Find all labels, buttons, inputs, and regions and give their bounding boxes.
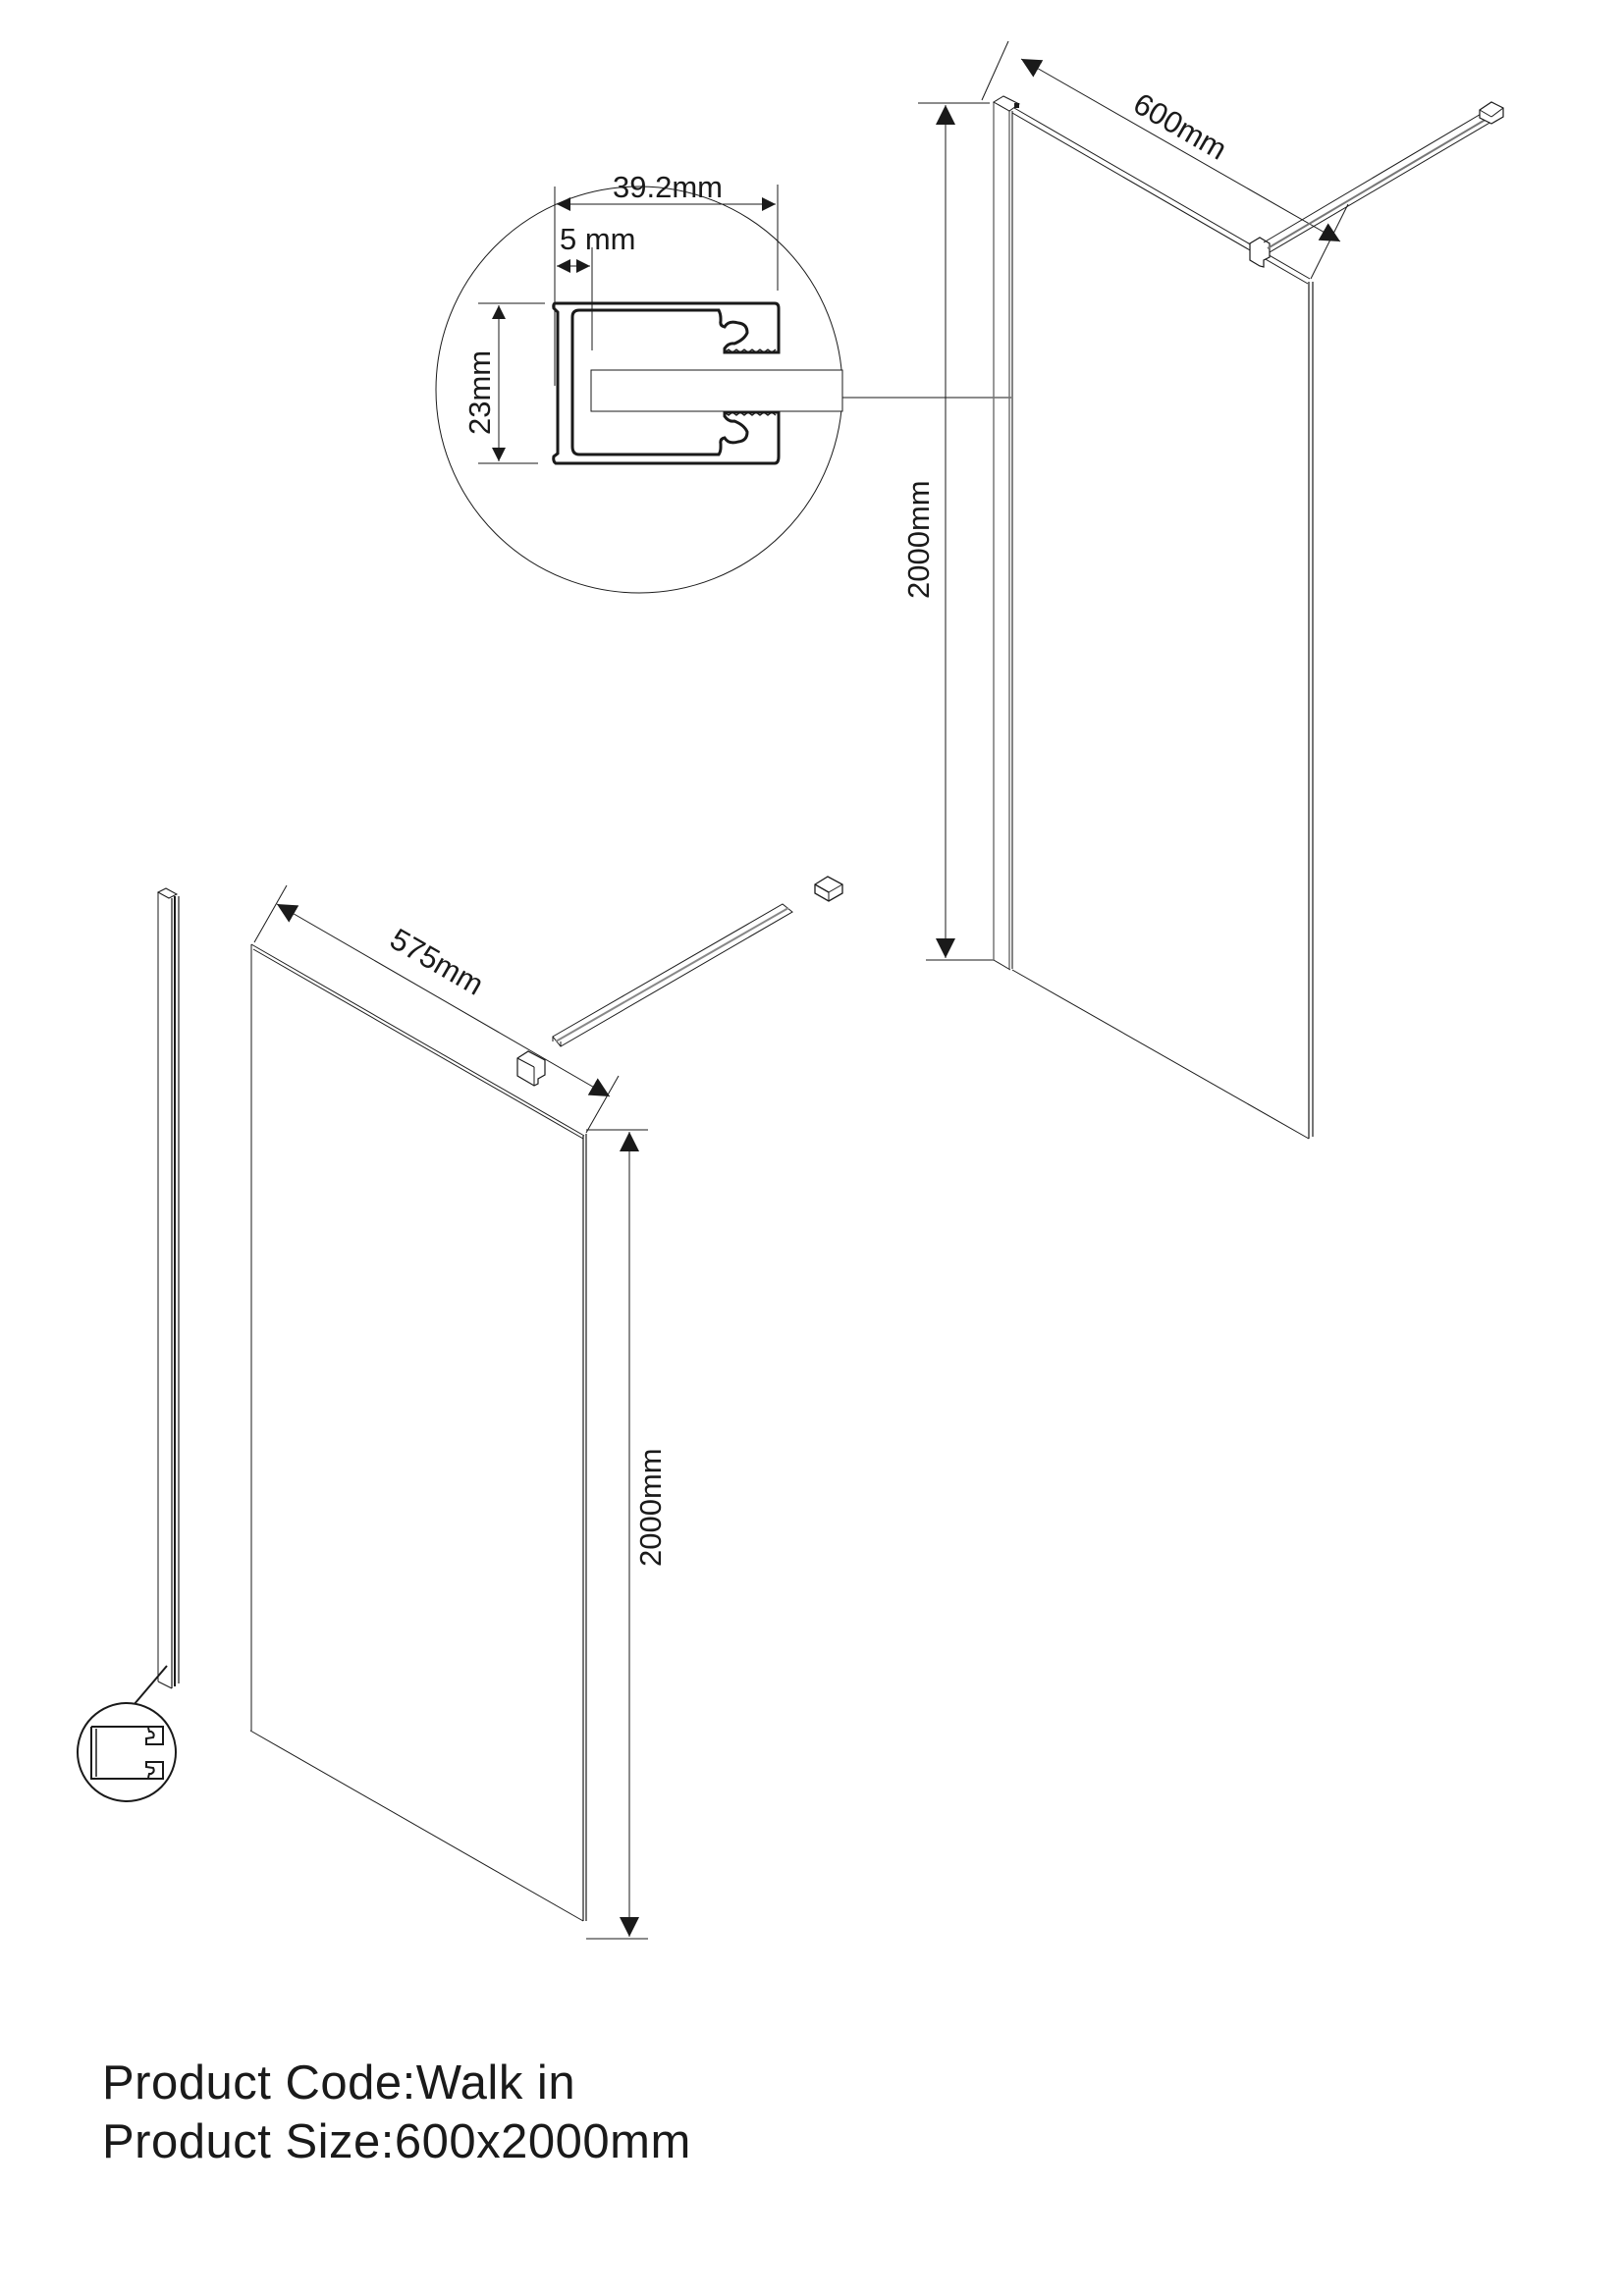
loose-glass-clamp xyxy=(516,1050,546,1087)
glass-edge-section xyxy=(590,369,843,412)
wall-profile-section xyxy=(552,301,781,465)
glass-clamp xyxy=(1249,237,1271,268)
glass-width-label: 575mm xyxy=(385,922,490,1002)
product-code-value: Walk in xyxy=(415,2056,576,2109)
wall-profile-bar xyxy=(156,887,180,1689)
loose-support-bar xyxy=(552,903,793,1047)
product-code-label: Product Code: xyxy=(102,2056,416,2109)
glass-offset-label: 5 mm xyxy=(560,222,636,256)
product-code-line: Product Code:Walk in xyxy=(102,2054,691,2112)
profile-detail-callout: 39.2mm 5 mm 23mm xyxy=(435,170,1011,594)
installed-panel: 2000mm 600mm xyxy=(901,40,1504,1140)
glass-panel xyxy=(249,943,587,1922)
wall-end-cap xyxy=(1479,101,1504,125)
profile-width-label: 39.2mm xyxy=(613,170,723,204)
exploded-height-label: 2000mm xyxy=(633,1448,668,1567)
product-info-block: Product Code:Walk in Product Size:600x20… xyxy=(102,2054,691,2171)
exploded-panel: 575mm 2000mm xyxy=(77,876,843,1940)
installed-width-label: 600mm xyxy=(1128,86,1233,167)
profile-height-label: 23mm xyxy=(462,350,497,435)
installed-height-label: 2000mm xyxy=(901,480,936,599)
loose-wall-end-cap xyxy=(814,876,843,902)
product-size-label: Product Size: xyxy=(102,2115,395,2168)
product-size-line: Product Size:600x2000mm xyxy=(102,2112,691,2171)
product-size-value: 600x2000mm xyxy=(394,2115,691,2168)
profile-mini-callout xyxy=(77,1702,177,1802)
